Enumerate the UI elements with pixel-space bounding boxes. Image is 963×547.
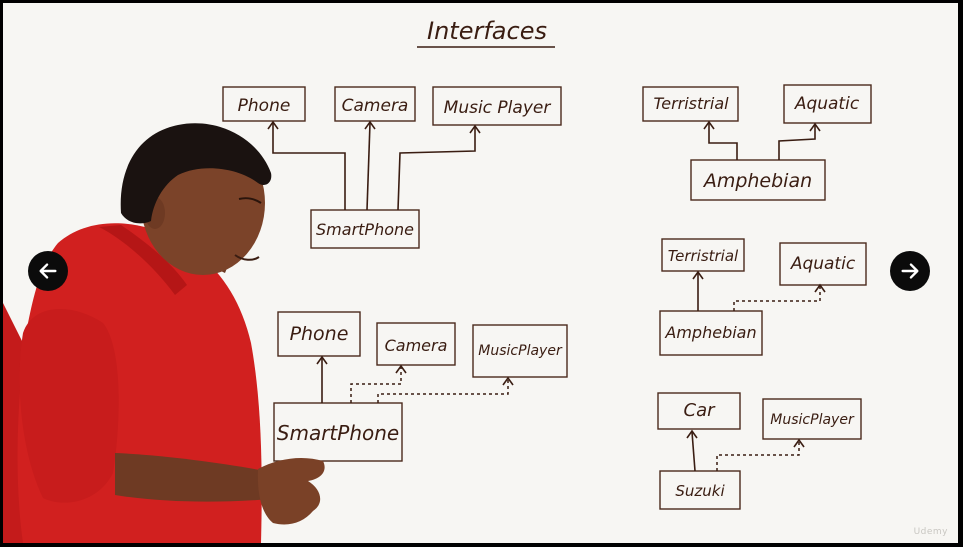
arrow-amphebian-aquatic — [778, 125, 816, 160]
box-car — [657, 392, 741, 430]
box-phone — [222, 86, 306, 122]
arrow-amphebian-terristrial — [708, 123, 738, 160]
box-car-label: Car — [684, 400, 717, 421]
box-aquatic-mid-label: Aquatic — [790, 254, 856, 274]
next-button[interactable] — [890, 251, 930, 291]
box-terristrial-mid-label: Terristrial — [668, 247, 739, 265]
box-amphebian-top-label: Amphebian — [702, 170, 812, 192]
udemy-logo: Udemy — [913, 527, 948, 537]
video-frame: Interfaces Phone Camera Music Player Sma… — [3, 3, 958, 543]
box-camera-bottom — [376, 322, 456, 366]
whiteboard-title: Interfaces — [427, 17, 547, 45]
box-suzuki — [659, 470, 741, 510]
box-phone-bottom-label: Phone — [290, 323, 349, 345]
box-aquatic-top — [783, 84, 872, 124]
arrow-smartphone-camera — [366, 122, 371, 211]
box-music-player — [432, 86, 562, 126]
box-music-player-br-label: MusicPlayer — [770, 412, 855, 428]
box-terristrial-top — [642, 86, 739, 122]
arrow-implements-camera — [350, 367, 402, 403]
box-aquatic-mid — [779, 242, 867, 286]
box-camera — [334, 86, 416, 122]
box-smartphone-bottom-label: SmartPhone — [277, 421, 399, 445]
arrow-left-icon — [39, 263, 57, 279]
box-music-player-label: Music Player — [444, 98, 552, 118]
arrow-right-icon — [901, 263, 919, 279]
box-phone-bottom — [277, 311, 361, 357]
box-smartphone-label: SmartPhone — [316, 220, 414, 239]
box-suzuki-label: Suzuki — [675, 482, 725, 500]
arrow-implements-music-player — [377, 379, 509, 403]
box-amphebian-top — [690, 159, 826, 201]
box-music-player-br — [762, 398, 862, 440]
diagram-middle-right: Terristrial Aquatic Amphebian — [659, 238, 867, 356]
whiteboard: Interfaces Phone Camera Music Player Sma… — [3, 17, 872, 543]
arrow-implements-music-player-br — [716, 441, 800, 471]
presenter-figure — [3, 123, 325, 543]
box-smartphone — [310, 209, 420, 249]
box-camera-label: Camera — [342, 96, 409, 116]
previous-button[interactable] — [28, 251, 68, 291]
box-music-player-bottom — [472, 324, 568, 378]
diagram-top-right: Terristrial Aquatic Amphebian — [642, 84, 872, 201]
hand — [257, 457, 325, 525]
box-smartphone-bottom — [273, 402, 403, 462]
box-music-player-bottom-label: MusicPlayer — [478, 343, 563, 359]
diagram-bottom-right: Car MusicPlayer Suzuki — [657, 392, 862, 510]
box-phone-label: Phone — [238, 96, 291, 116]
hair — [120, 123, 272, 224]
arrow-smartphone-phone — [272, 123, 346, 210]
box-amphebian-mid — [659, 310, 763, 356]
arrow-extends-car — [691, 431, 696, 472]
diagram-top-left: Phone Camera Music Player SmartPhone — [222, 86, 562, 249]
box-aquatic-top-label: Aquatic — [794, 94, 860, 114]
arrow-smartphone-music-player — [397, 127, 476, 211]
box-camera-bottom-label: Camera — [385, 336, 448, 355]
diagram-bottom-left: Phone Camera MusicPlayer SmartPhone — [273, 311, 568, 462]
arrow-implements-aquatic — [733, 286, 821, 311]
box-terristrial-top-label: Terristrial — [653, 94, 729, 113]
box-amphebian-mid-label: Amphebian — [664, 323, 756, 342]
box-terristrial-mid — [661, 238, 745, 272]
